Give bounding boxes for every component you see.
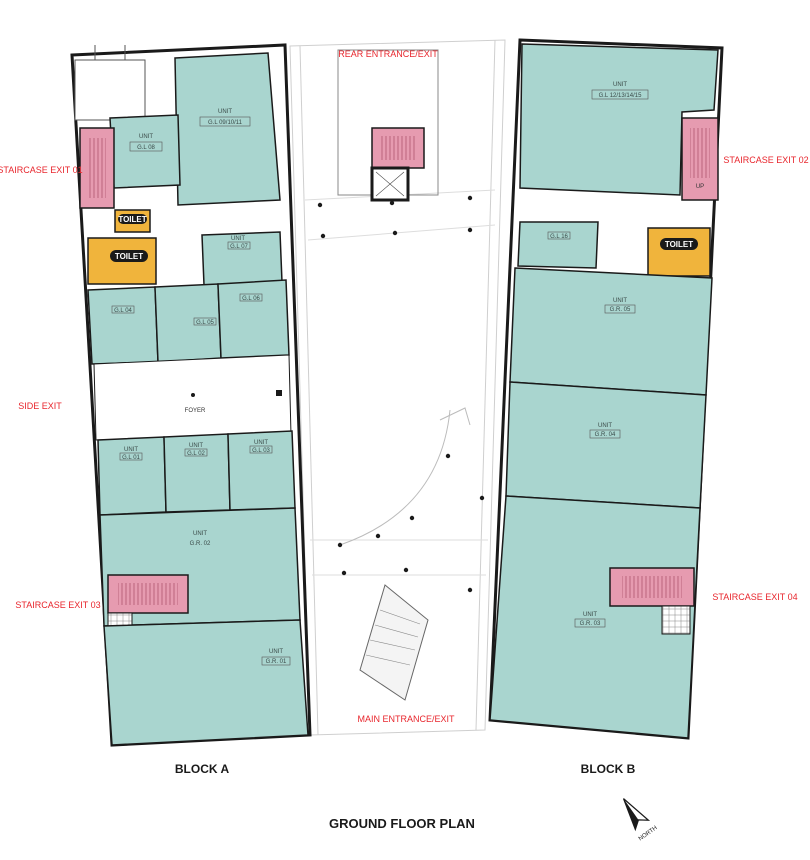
unit-gl-12-15[interactable] — [519, 43, 719, 196]
unit-word: UNIT — [583, 612, 597, 618]
toilet-label: TOILET — [115, 252, 143, 261]
unit-code-gl-02: G.L 02 — [187, 451, 205, 457]
unit-gl-06[interactable] — [217, 279, 290, 359]
foyer-label: FOYER — [185, 408, 206, 414]
staircase-exit-04-label: STAIRCASE EXIT 04 — [712, 592, 797, 602]
staircase-exit-03-label: STAIRCASE EXIT 03 — [15, 600, 100, 610]
unit-code-gl-03: G.L 03 — [252, 448, 270, 454]
plan-title: GROUND FLOOR PLAN — [329, 816, 475, 831]
unit-word: UNIT — [139, 134, 153, 140]
unit-gr-05[interactable] — [509, 267, 713, 396]
staircase-exit-01-label: STAIRCASE EXIT 01 — [0, 165, 83, 175]
courtyard-columns — [317, 195, 485, 593]
entrance-steps — [359, 584, 429, 701]
unit-gl-16[interactable] — [517, 221, 599, 269]
unit-gl-08[interactable] — [109, 114, 181, 189]
unit-word: UNIT — [231, 236, 245, 242]
unit-code-gr-02: G.R. 02 — [190, 541, 211, 547]
north-label: NORTH — [638, 825, 659, 842]
unit-code-gl-08: G.L 08 — [137, 145, 155, 151]
unit-word: UNIT — [613, 82, 627, 88]
unit-gl-04[interactable] — [87, 286, 159, 365]
plan-labels: REAR ENTRANCE/EXIT MAIN ENTRANCE/EXIT SI… — [0, 49, 809, 831]
unit-code-gr-04: G.R. 04 — [595, 432, 616, 438]
north-arrow-icon: NORTH — [622, 798, 659, 842]
foyer — [93, 354, 292, 441]
unit-word: UNIT — [269, 649, 283, 655]
unit-code-gl-09-10-11: G.L 09/10/11 — [208, 120, 243, 126]
unit-word: UNIT — [218, 109, 232, 115]
block-b: UNIT G.L 12/13/14/15 UP G.L 16 TOILET UN… — [488, 38, 724, 740]
unit-code-gl-01: G.L 01 — [122, 455, 140, 461]
unit-gr-04[interactable] — [505, 381, 707, 509]
unit-word: UNIT — [598, 423, 612, 429]
unit-word: UNIT — [189, 443, 203, 449]
stair-up-label: UP — [696, 184, 704, 190]
toilet-block-b[interactable] — [647, 227, 711, 277]
unit-word: UNIT — [193, 531, 207, 537]
unit-gr-03[interactable] — [489, 495, 701, 739]
unit-word: UNIT — [254, 440, 268, 446]
unit-gr-01[interactable] — [103, 619, 309, 746]
block-a-label: BLOCK A — [175, 762, 230, 776]
service-area — [74, 59, 146, 121]
toilet-label: TOILET — [665, 240, 693, 249]
block-b-label: BLOCK B — [581, 762, 636, 776]
toilet-label: TOILET — [118, 215, 146, 224]
side-exit-label: SIDE EXIT — [18, 401, 62, 411]
rear-entrance-label: REAR ENTRANCE/EXIT — [338, 49, 438, 59]
unit-gl-09-10-11[interactable] — [174, 52, 281, 206]
unit-code-gr-01: G.R. 01 — [266, 659, 287, 665]
unit-code-gl-07: G.L 07 — [230, 244, 248, 250]
unit-code-gr-05: G.R. 05 — [610, 307, 631, 313]
unit-code-gl-16: G.L 16 — [550, 234, 568, 240]
unit-code-gl-04: G.L 04 — [114, 308, 132, 314]
unit-code-gr-03: G.R. 03 — [580, 621, 601, 627]
unit-word: UNIT — [124, 447, 138, 453]
main-entrance-label: MAIN ENTRANCE/EXIT — [357, 714, 455, 724]
lift-block-b — [661, 605, 691, 635]
unit-code-gl-12-15: G.L 12/13/14/15 — [599, 93, 642, 99]
staircase-exit-02-label: STAIRCASE EXIT 02 — [723, 155, 808, 165]
unit-word: UNIT — [613, 298, 627, 304]
unit-code-gl-05: G.L 05 — [196, 320, 214, 326]
block-a: UNIT G.L 09/10/11 UNIT G.L 08 TOILET TOI… — [70, 43, 312, 747]
central-courtyard — [289, 39, 506, 736]
unit-code-gl-06: G.L 06 — [242, 296, 260, 302]
